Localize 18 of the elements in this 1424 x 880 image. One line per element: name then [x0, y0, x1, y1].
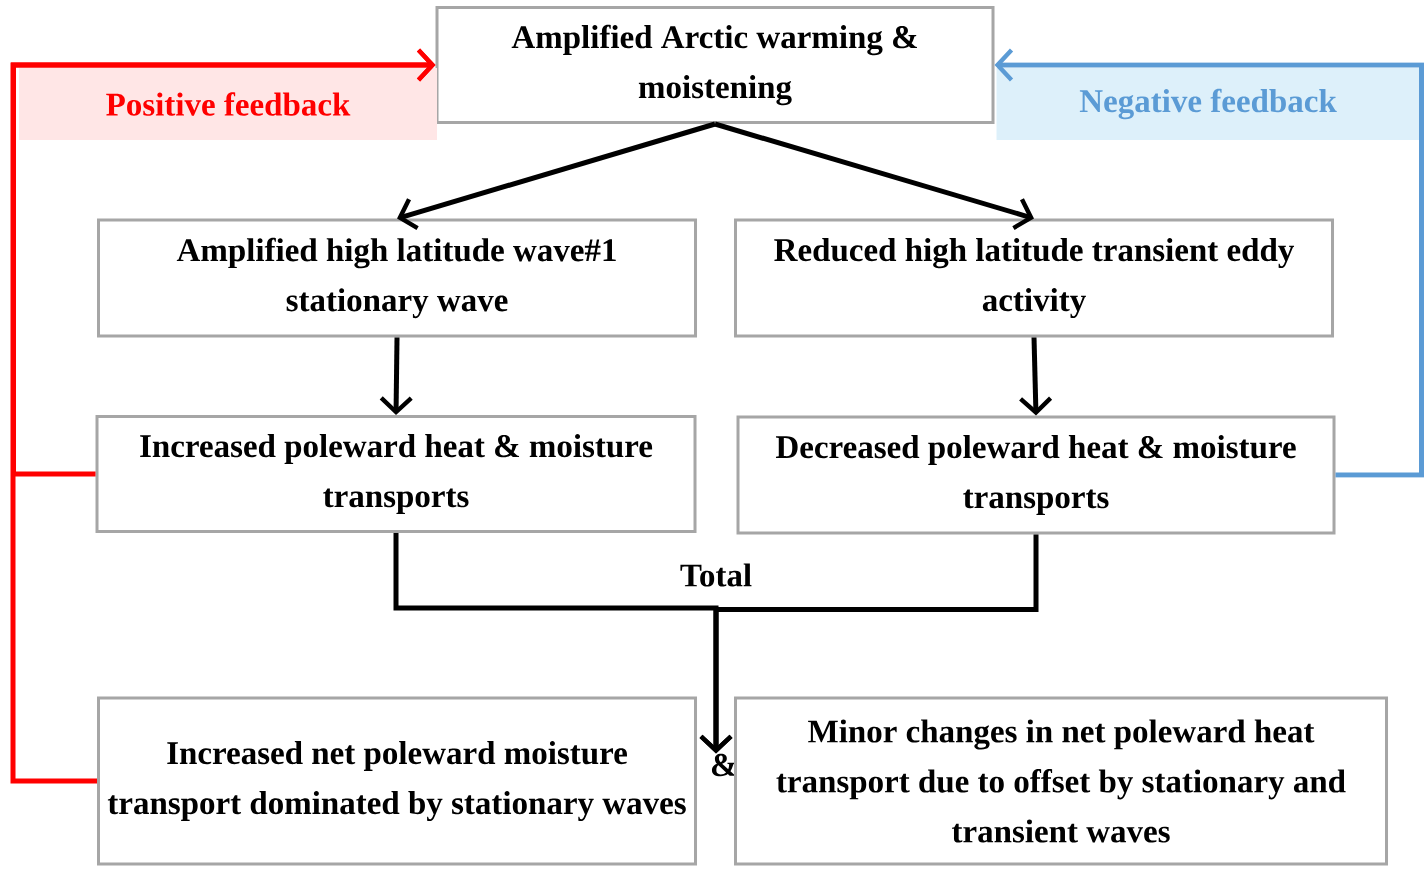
- arrow: [379, 337, 413, 415]
- ampersand-text: &: [711, 753, 736, 777]
- arrow: [10, 48, 436, 784]
- process-box: Amplified Arctic warming & moistening: [435, 6, 995, 124]
- arrow: [994, 48, 1424, 478]
- process-box: Reduced high latitude transient eddy activity: [734, 218, 1334, 338]
- feedback-label-band: Negative feedback: [996, 68, 1420, 140]
- process-box: Minor changes in net poleward heat transport due to offset by stationary and transient waves: [734, 696, 1388, 866]
- arrow: [714, 121, 1034, 230]
- connector-label: Total: [680, 563, 752, 587]
- arrow: [1019, 337, 1053, 416]
- process-box: Decreased poleward heat & moisture transports: [736, 415, 1336, 535]
- process-box: Amplified high latitude wave#1 stationary wave: [97, 218, 697, 338]
- process-box: Increased net poleward moisture transport dominated by stationary waves: [97, 696, 697, 866]
- process-box: Increased poleward heat & moisture transports: [95, 415, 697, 533]
- feedback-label-band: Positive feedback: [19, 68, 437, 140]
- arrow: [699, 534, 1039, 754]
- arrow: [397, 121, 716, 230]
